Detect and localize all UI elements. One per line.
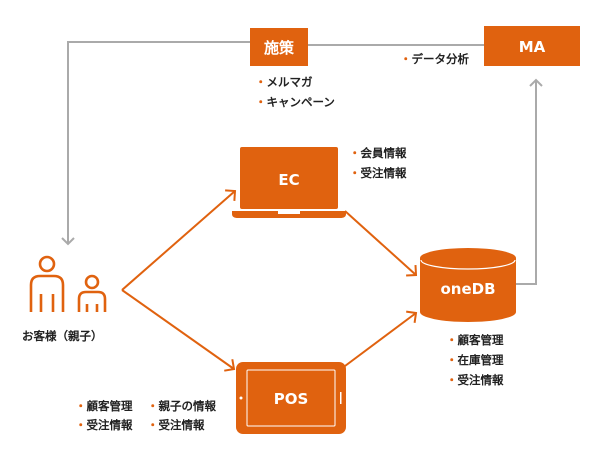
bullet: ・ <box>75 399 87 413</box>
onedb-database-icon: oneDB <box>420 248 516 322</box>
svg-text:・会員情報: ・会員情報 <box>349 146 407 160</box>
note-item: 顧客管理 <box>87 399 133 413</box>
svg-text:・受注情報: ・受注情報 <box>349 166 407 180</box>
svg-text:・データ分析: ・データ分析 <box>400 52 469 66</box>
customer-to-pos-arrow <box>121 289 236 372</box>
onedb-label: oneDB <box>440 280 495 298</box>
onedb-notes: ・顧客管理 ・在庫管理 ・受注情報 <box>446 333 504 387</box>
bullet: ・ <box>255 75 267 89</box>
note-item: 会員情報 <box>360 146 407 160</box>
onedb-to-ma-line <box>516 78 543 285</box>
bullet: ・ <box>446 333 458 347</box>
shisaku-to-customer-line <box>61 41 250 246</box>
ma-label: MA <box>519 38 546 56</box>
note-item: 受注情報 <box>159 418 205 432</box>
bullet: ・ <box>349 166 361 180</box>
bullet: ・ <box>446 353 458 367</box>
bullet: ・ <box>147 399 159 413</box>
note-item: 受注情報 <box>361 166 407 180</box>
pos-notes: ・顧客管理 ・受注情報 ・親子の情報 ・受注情報 <box>75 399 216 432</box>
svg-text:・顧客管理: ・顧客管理 <box>75 399 133 413</box>
note-item: データ分析 <box>412 52 470 66</box>
pos-label: POS <box>274 390 309 408</box>
ma-box: MA <box>484 26 580 66</box>
bullet: ・ <box>349 146 361 160</box>
bullet: ・ <box>400 52 412 66</box>
bullet: ・ <box>255 95 267 109</box>
note-item: 親子の情報 <box>159 399 217 413</box>
note-item: 在庫管理 <box>458 353 504 367</box>
parent-child-people-icon <box>29 255 107 312</box>
svg-text:・受注情報: ・受注情報 <box>446 373 504 387</box>
note-item: 受注情報 <box>458 373 504 387</box>
note-item: 顧客管理 <box>458 333 504 347</box>
bullet: ・ <box>147 418 159 432</box>
ma-notes: ・データ分析 <box>400 52 469 66</box>
shisaku-label: 施策 <box>264 39 295 57</box>
svg-text:・親子の情報: ・親子の情報 <box>147 399 216 413</box>
svg-text:・受注情報: ・受注情報 <box>147 418 205 432</box>
pos-tablet-icon: POS <box>236 362 346 434</box>
customer-label: お客様（親子） <box>22 329 103 343</box>
svg-text:・在庫管理: ・在庫管理 <box>446 353 504 367</box>
ec-notes: ・会員情報 ・受注情報 <box>349 146 407 180</box>
note-item: 受注情報 <box>87 418 133 432</box>
shisaku-box: 施策 <box>250 28 308 66</box>
svg-text:・受注情報: ・受注情報 <box>75 418 133 432</box>
svg-text:・メルマガ: ・メルマガ <box>255 75 313 89</box>
ec-laptop-icon: EC <box>232 147 346 218</box>
svg-text:・顧客管理: ・顧客管理 <box>446 333 504 347</box>
ec-label: EC <box>278 171 299 189</box>
shisaku-notes: ・メルマガ ・キャンペーン <box>255 75 335 109</box>
note-item: メルマガ <box>267 75 313 89</box>
note-item: キャンペーン <box>267 95 335 109</box>
svg-text:・キャンペーン: ・キャンペーン <box>255 95 335 109</box>
bullet: ・ <box>75 418 87 432</box>
bullet: ・ <box>446 373 458 387</box>
ec-to-onedb-arrow <box>344 210 418 277</box>
pos-to-onedb-arrow <box>344 310 418 367</box>
customer-to-ec-arrow <box>121 189 237 291</box>
